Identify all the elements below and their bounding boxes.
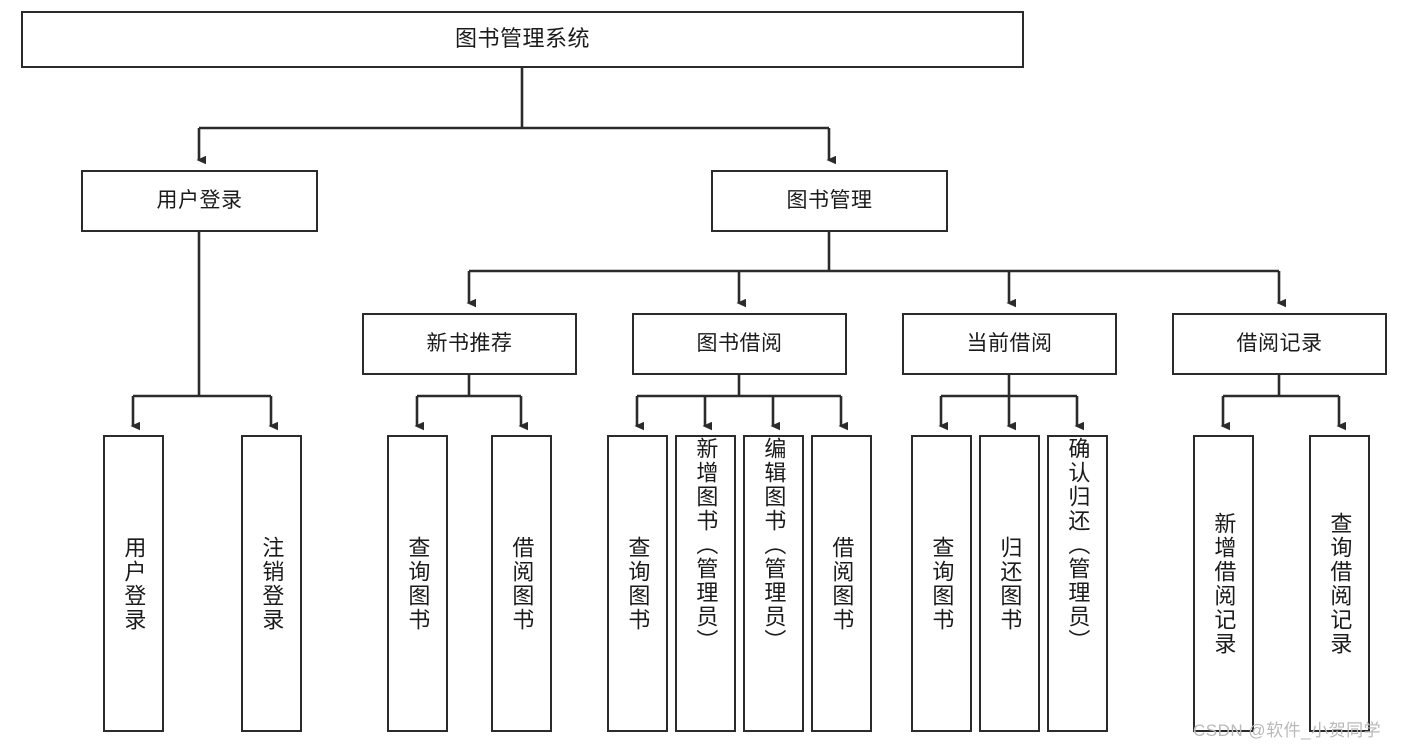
node-label: 当前借阅 <box>966 332 1053 356</box>
node-label: 用户登录 <box>121 535 147 632</box>
node-label: 新增借阅记录 <box>1211 511 1237 656</box>
node-label: 查询借阅记录 <box>1327 511 1353 656</box>
node-leaf-query-borrow-record[interactable]: 查询借阅记录 <box>1309 435 1370 732</box>
node-leaf-query-book-2[interactable]: 查询图书 <box>607 435 668 732</box>
node-label: 查询图书 <box>625 535 651 632</box>
node-label: 新增图书（管理员） <box>693 437 719 653</box>
node-label: 借阅图书 <box>829 535 855 632</box>
node-root-system[interactable]: 图书管理系统 <box>21 11 1024 68</box>
node-book-management[interactable]: 图书管理 <box>711 170 948 232</box>
node-label: 注销登录 <box>259 535 285 632</box>
node-label: 查询图书 <box>929 535 955 632</box>
node-current-borrow[interactable]: 当前借阅 <box>902 313 1117 375</box>
node-leaf-user-login[interactable]: 用户登录 <box>103 435 164 732</box>
node-label: 图书借阅 <box>696 332 783 356</box>
node-label: 归还图书 <box>997 535 1023 632</box>
node-leaf-edit-book-admin[interactable]: 编辑图书（管理员） <box>743 435 804 732</box>
node-label: 查询图书 <box>405 535 431 632</box>
node-label: 用户登录 <box>156 189 243 213</box>
node-leaf-add-borrow-record[interactable]: 新增借阅记录 <box>1193 435 1254 732</box>
node-label: 图书管理 <box>786 189 873 213</box>
node-user-login[interactable]: 用户登录 <box>81 170 318 232</box>
node-label: 借阅记录 <box>1236 332 1323 356</box>
csdn-watermark: CSDN @软件_小贺同学 <box>1193 721 1382 740</box>
node-label: 确认归还（管理员） <box>1065 437 1091 653</box>
node-borrow-record[interactable]: 借阅记录 <box>1172 313 1387 375</box>
node-leaf-return-book[interactable]: 归还图书 <box>979 435 1040 732</box>
node-leaf-logout-login[interactable]: 注销登录 <box>241 435 302 732</box>
node-label: 编辑图书（管理员） <box>761 437 787 653</box>
node-leaf-query-book-1[interactable]: 查询图书 <box>387 435 448 732</box>
node-leaf-query-book-3[interactable]: 查询图书 <box>911 435 972 732</box>
node-label: 图书管理系统 <box>454 26 590 52</box>
node-leaf-borrow-book-2[interactable]: 借阅图书 <box>811 435 872 732</box>
node-book-borrow[interactable]: 图书借阅 <box>632 313 847 375</box>
node-leaf-confirm-return-admin[interactable]: 确认归还（管理员） <box>1047 435 1108 732</box>
node-label: 新书推荐 <box>426 332 513 356</box>
node-label: 借阅图书 <box>509 535 535 632</box>
node-new-book-recommend[interactable]: 新书推荐 <box>362 313 577 375</box>
node-leaf-borrow-book-1[interactable]: 借阅图书 <box>491 435 552 732</box>
node-leaf-add-book-admin[interactable]: 新增图书（管理员） <box>675 435 736 732</box>
